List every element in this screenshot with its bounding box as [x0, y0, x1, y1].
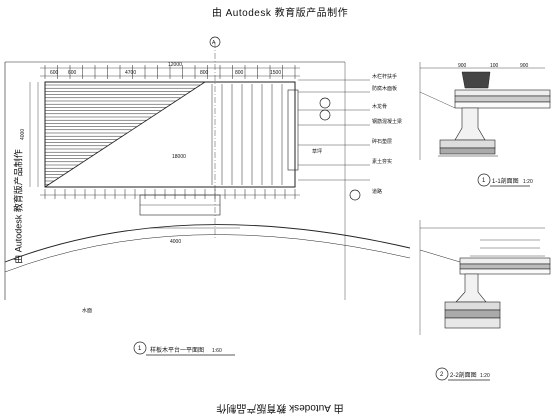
dim-seg-5: 800 [235, 70, 244, 76]
sec1-title: 1-1剖面图 [492, 177, 519, 185]
sec1-number: 1 [482, 178, 486, 184]
watermark-top: 由 Autodesk 教育版产品制作 [211, 8, 349, 19]
sec2-scale: 1:20 [480, 373, 490, 379]
callout-1: 木栏杆扶手 [372, 73, 397, 80]
plan-number: 1 [138, 346, 142, 352]
sec2-title: 2-2剖面图 [450, 371, 477, 379]
dim-inner: 18000 [172, 154, 186, 160]
label-road: 道路 [372, 188, 382, 195]
sec2-number: 2 [440, 372, 444, 378]
callout-3: 木龙骨 [372, 103, 387, 110]
callout-2: 防腐木面板 [372, 85, 397, 92]
dim-seg-2: 600 [68, 70, 77, 76]
callout-4: 钢筋混凝土梁 [372, 118, 402, 125]
section-1-1 [419, 62, 551, 187]
dim-seg-4: 800 [200, 70, 209, 76]
dim-seg-1: 600 [50, 70, 59, 76]
sec1-dim-3: 900 [520, 63, 529, 69]
dim-bottom-1: 4000 [170, 239, 181, 245]
label-lawn: 草坪 [312, 148, 322, 155]
plan-title: 样板木平台一平面图 [150, 346, 204, 354]
sec1-dim-2: 100 [490, 63, 499, 69]
section-2-2 [419, 220, 551, 381]
sec1-dim-1: 900 [458, 63, 467, 69]
marker-a: A [212, 40, 216, 46]
dim-vert-1: 4000 [20, 129, 26, 140]
callout-6: 素土夯实 [372, 158, 392, 165]
dim-total: 12000 [168, 62, 182, 68]
dim-seg-6: 1500 [270, 70, 281, 76]
sec1-scale: 1:20 [523, 179, 533, 185]
plan-view [4, 36, 411, 356]
dim-seg-3: 4700 [125, 70, 136, 76]
label-water: 水面 [82, 307, 92, 314]
callout-5: 碎石垫层 [372, 138, 392, 145]
plan-scale: 1:60 [212, 348, 222, 354]
